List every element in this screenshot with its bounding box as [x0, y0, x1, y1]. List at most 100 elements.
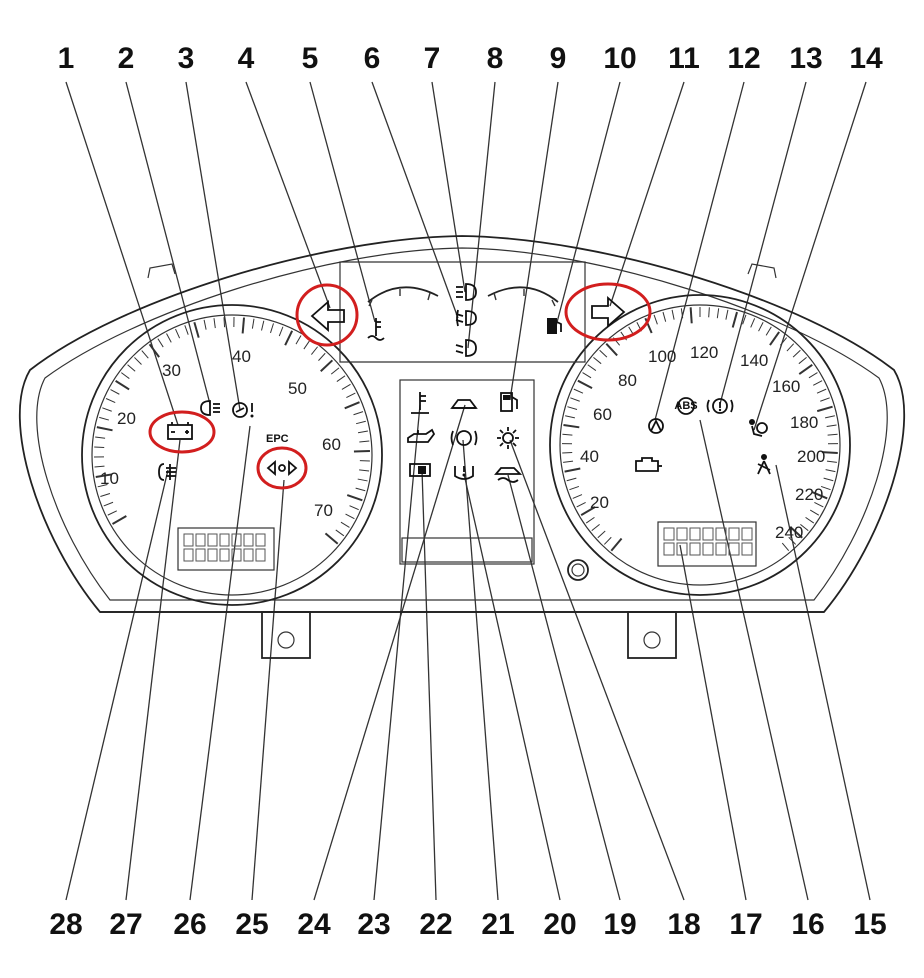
callout-7: 7	[424, 42, 441, 75]
callout-26: 26	[173, 908, 206, 941]
immobiliser-icon	[648, 418, 664, 434]
tach-label-60: 60	[322, 435, 341, 454]
speedo-lcd-segment	[689, 527, 701, 541]
leader-6	[371, 81, 459, 319]
tach-tick	[94, 446, 105, 449]
tach-tick	[95, 473, 112, 478]
speedo-lcd-segment	[728, 527, 740, 541]
speedo-tick	[742, 314, 747, 325]
tach-tick	[148, 343, 160, 358]
exterior-light-fault-icon	[497, 427, 519, 449]
speedo-tick	[566, 477, 577, 482]
parking-brake-icon	[706, 398, 734, 414]
coolant-temperature-icon	[411, 392, 429, 414]
tach-tick	[284, 330, 294, 346]
speedo-tick	[591, 523, 600, 531]
epc-label: EPC	[266, 433, 289, 445]
tpms-icon	[454, 466, 474, 480]
speedo-tick	[680, 308, 684, 319]
tach-lcd-segment	[207, 548, 218, 562]
leader-21	[462, 439, 499, 901]
callout-4: 4	[238, 42, 255, 75]
tach-label-70: 70	[314, 501, 333, 520]
speedo-tick	[562, 433, 573, 436]
leader-lines	[65, 81, 871, 901]
leader-23	[373, 404, 421, 901]
speedo-tick	[805, 516, 815, 524]
speedo-label-240: 240	[775, 523, 803, 542]
speedo-tick	[716, 308, 720, 319]
temp-gauge-ticks	[368, 289, 431, 307]
speedo-tick	[788, 536, 797, 545]
brake-system-icon	[232, 402, 254, 418]
speedo-label-40: 40	[580, 447, 599, 466]
tach-tick	[241, 317, 246, 334]
tach-tick	[318, 352, 326, 361]
speedo-tick	[779, 337, 788, 346]
highlight-turn-right	[564, 282, 652, 342]
leader-14	[753, 81, 867, 431]
clip-left	[147, 263, 176, 279]
tach-label-50: 50	[288, 379, 307, 398]
speedo-face	[559, 304, 841, 586]
top-center-panel-frame	[339, 261, 586, 363]
speedo-tick	[827, 433, 838, 436]
speedo-tick	[563, 424, 580, 429]
airbag-icon	[749, 419, 768, 437]
tach-label-30: 30	[162, 361, 181, 380]
callout-20: 20	[543, 908, 576, 941]
speedo-tick	[653, 314, 658, 325]
leader-7	[431, 81, 466, 293]
speedo-tick	[816, 388, 827, 394]
speedo-tick	[587, 364, 597, 371]
main-beam-icon	[456, 283, 477, 301]
speedo-label-120: 120	[690, 343, 718, 362]
tach-tick	[203, 319, 207, 330]
speedo-label-60: 60	[593, 405, 612, 424]
callout-24: 24	[297, 908, 331, 941]
top-center-panel	[339, 261, 586, 363]
tach-tick	[134, 357, 142, 365]
speedo-tick	[603, 536, 612, 545]
speedo-lcd-segment	[663, 527, 675, 541]
callout-21: 21	[481, 908, 514, 941]
tach-lcd-segment	[231, 548, 242, 562]
leader-15	[775, 464, 871, 901]
speedo-tick	[576, 501, 586, 508]
tach-tick	[166, 333, 172, 343]
speedo-tick	[813, 380, 823, 386]
tach-tick	[184, 325, 189, 335]
tach-lcd-segment	[219, 533, 230, 547]
speedo-lcd-segment	[715, 527, 727, 541]
fuel-gauge-arc	[487, 286, 559, 303]
leader-3	[185, 81, 241, 411]
highlight-epc-turn	[256, 446, 308, 490]
tach-tick	[336, 375, 346, 382]
battery-icon	[167, 422, 193, 440]
tach-tick	[340, 521, 350, 528]
callout-numbers: 1 2 3 4 5 6 7 8 9 10 11 12 13 14 28 27 2…	[49, 42, 886, 941]
tach-lcd-segment	[243, 548, 254, 562]
speedo-tick	[786, 343, 795, 352]
center-warning-panel	[399, 379, 535, 565]
clip-right	[747, 263, 777, 279]
tach-tick	[107, 510, 118, 516]
check-engine-icon	[635, 457, 662, 472]
tach-tick	[355, 487, 366, 492]
turn-right-arrow-icon	[591, 296, 626, 328]
temp-gauge-arc	[367, 286, 439, 303]
speedo-tick	[826, 460, 837, 463]
mount-tab-right	[627, 611, 677, 659]
speedo-tick	[599, 349, 608, 358]
tach-tick	[303, 340, 310, 350]
highlight-turn-left	[295, 283, 359, 347]
fuel-gauge-tick	[551, 299, 556, 307]
speedo-label-160: 160	[772, 377, 800, 396]
tach-lcd-segment	[243, 533, 254, 547]
tach-tick	[111, 515, 127, 525]
temp-gauge-tick	[368, 299, 373, 307]
speedo-tick	[671, 309, 675, 320]
tach-tick	[353, 411, 364, 416]
callout-16: 16	[791, 908, 824, 941]
speedo-label-200: 200	[797, 447, 825, 466]
